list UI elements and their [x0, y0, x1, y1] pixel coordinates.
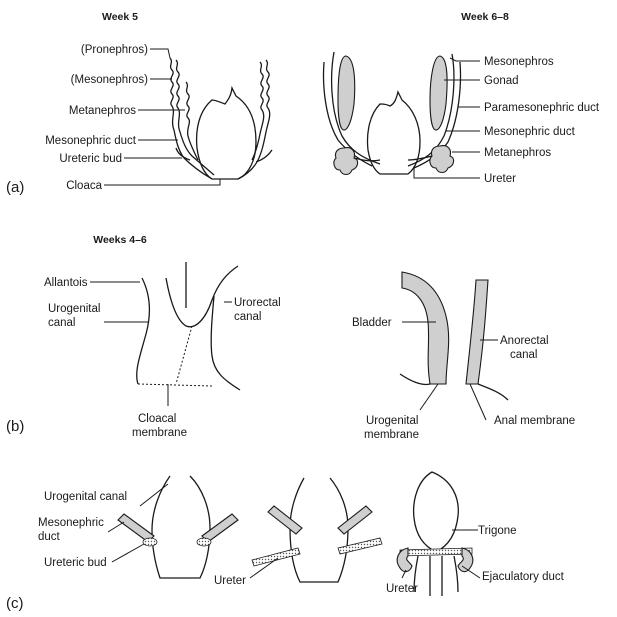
label-mesonephros: (Mesonephros) [71, 74, 149, 86]
panel-a-letter: (a) [6, 179, 24, 196]
label-anorectal-canal-1: Anorectal [500, 335, 549, 347]
left-nephric-strand-outer [170, 58, 212, 179]
leader-cloaca [104, 179, 220, 185]
label-cloacal-membrane-1: Cloacal [138, 413, 176, 425]
stage2-left-duct [268, 506, 302, 534]
label-urorectal-canal-1: Urorectal [234, 297, 281, 309]
stage3-right-outflow [454, 556, 458, 592]
stage2-right-ureter [338, 538, 382, 554]
label-urogenital-membrane-2: membrane [364, 429, 419, 441]
panel-a-title-week5: Week 5 [102, 11, 138, 23]
label-trigone: Trigone [478, 525, 517, 537]
label-urogenital-canal-1: Urogenital [48, 303, 100, 315]
stage3-bladder [414, 472, 459, 552]
panel-b: Weeks 4–6 (b) Allantois Urogenital canal… [6, 234, 575, 441]
panel-c: (c) Urogenital canal Mesonephric duct Ur… [6, 472, 565, 612]
stage1-left-ureteric-bud [143, 538, 157, 546]
label-ureter-right: Ureter [386, 583, 418, 595]
anorectal-canal-shape [466, 280, 488, 384]
cloaca-partition-drawing [137, 262, 240, 390]
right-nephric-strand-outer [238, 60, 270, 179]
label-r-mesonephros: Mesonephros [484, 56, 554, 68]
label-ureter-mid: Ureter [214, 575, 246, 587]
label-r-ureter: Ureter [484, 173, 516, 185]
panel-a-title-week6-8: Week 6–8 [461, 11, 509, 23]
leader-urogenital-canal-c [140, 484, 168, 506]
stage1-right-ureteric-bud [197, 538, 211, 546]
right-ureter [408, 156, 432, 160]
panel-b-letter: (b) [6, 418, 24, 435]
leader-mesonephric-duct-c [108, 522, 124, 532]
label-mesonephric-duct: Mesonephric duct [45, 135, 137, 147]
label-cloacal-membrane-2: membrane [132, 427, 187, 439]
label-anorectal-canal-2: canal [510, 349, 538, 361]
stage3-urethra [430, 556, 442, 596]
anal-membrane-edge [478, 384, 508, 400]
label-r-mesonephric-duct: Mesonephric duct [484, 126, 576, 138]
panel-c-letter: (c) [6, 595, 24, 612]
label-ureteric-bud-c: Ureteric bud [44, 557, 107, 569]
week6-8-drawing [324, 52, 461, 175]
urorectal-septum-dashed [176, 326, 192, 384]
label-anal-membrane: Anal membrane [494, 415, 575, 427]
label-urogenital-membrane-1: Urogenital [366, 415, 418, 427]
label-pronephros: (Pronephros) [81, 44, 148, 56]
stage1-right-duct [202, 514, 238, 542]
bladder-shape [402, 272, 449, 384]
panel-c-stage-2 [250, 478, 382, 582]
label-ejaculatory-duct: Ejaculatory duct [482, 571, 565, 583]
week5-drawing [170, 58, 272, 179]
cloacal-membrane-dashed [138, 384, 212, 386]
left-metanephros [334, 148, 358, 175]
label-urogenital-canal-c: Urogenital canal [44, 491, 127, 503]
panel-c-stage-1 [108, 476, 238, 578]
panel-a: Week 5 Week 6–8 (a) (Pronephros [6, 11, 600, 196]
right-nephric-strand-inner [252, 62, 264, 160]
label-r-paramesonephric-duct: Paramesonephric duct [484, 102, 600, 114]
stage2-right-duct [338, 506, 372, 534]
right-metanephros [430, 146, 454, 173]
leader-pronephros [150, 49, 170, 58]
stage1-canal [152, 476, 210, 578]
left-metanephros-strand [186, 82, 198, 160]
leader-ureteric-bud-c [112, 544, 144, 562]
bladder-anorectal-drawing [400, 272, 508, 400]
leader-r-mesonephros [450, 58, 480, 61]
label-bladder: Bladder [352, 317, 392, 329]
leader-urogenital-membrane [420, 384, 438, 410]
label-metanephros: Metanephros [69, 105, 136, 117]
panel-b-title: Weeks 4–6 [93, 234, 147, 246]
label-urogenital-canal-2: canal [48, 317, 76, 329]
label-r-gonad: Gonad [484, 75, 519, 87]
label-urorectal-canal-2: canal [234, 311, 262, 323]
urogenital-membrane-edge [400, 374, 430, 385]
leader-anal-membrane [470, 384, 486, 420]
right-gonad [430, 56, 447, 130]
label-mesonephric-duct-c1: Mesonephric [38, 517, 104, 529]
label-mesonephric-duct-c2: duct [38, 531, 61, 543]
label-r-metanephros: Metanephros [484, 147, 551, 159]
left-gonad [338, 56, 355, 130]
urorectal-septum [166, 266, 238, 327]
cloaca-shape [197, 88, 256, 179]
label-allantois: Allantois [44, 277, 88, 289]
panel-c-stage-3 [397, 472, 480, 596]
stage3-trigone-band [400, 548, 472, 556]
label-cloaca: Cloaca [66, 180, 102, 192]
label-ureteric-bud: Ureteric bud [59, 153, 122, 165]
allantois-left-wall [137, 278, 150, 384]
